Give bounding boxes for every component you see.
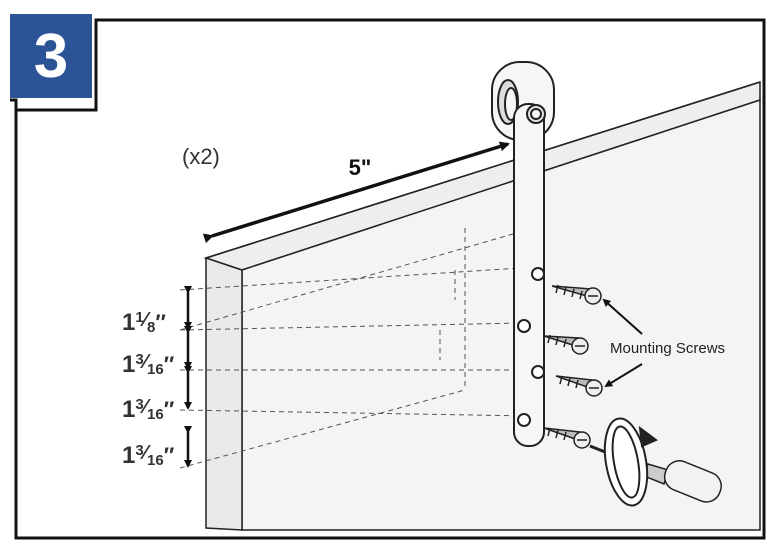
spacing-numerator: 3 (135, 351, 143, 368)
alignment-guides (179, 228, 531, 469)
spacing-label: 13⁄16″ (122, 396, 175, 423)
spacing-unit: ″ (164, 352, 175, 377)
spacing-whole: 1 (122, 396, 135, 423)
callout-label: Mounting Screws (610, 340, 725, 357)
mounting-hole (517, 413, 531, 427)
svg-text:13⁄16″: 13⁄16″ (122, 442, 175, 469)
callout-arrow (602, 298, 643, 335)
mounting-screw (543, 427, 591, 449)
spacing-whole: 1 (122, 309, 135, 336)
callout-arrow (604, 363, 643, 388)
svg-text:13⁄16″: 13⁄16″ (122, 351, 175, 378)
spacing-denominator: 8 (147, 319, 155, 336)
spacing-denominator: 16 (147, 406, 164, 423)
spacing-whole: 1 (122, 351, 135, 378)
spacing-unit: ″ (155, 310, 166, 335)
spacing-whole: 1 (122, 442, 135, 469)
spacing-label: 13⁄16″ (122, 351, 175, 378)
width-label: 5" (349, 155, 372, 180)
spacing-unit: ″ (164, 397, 175, 422)
spacing-denominator: 16 (147, 452, 164, 469)
mounting-hole (531, 365, 545, 379)
spacing-label: 13⁄16″ (122, 442, 175, 469)
hanger-strap (491, 61, 555, 447)
step-frame (10, 18, 766, 540)
spacing-denominator: 16 (147, 361, 164, 378)
spacing-label: 11⁄8″ (122, 309, 166, 336)
mounting-hole (517, 319, 531, 333)
spacing-numerator: 3 (135, 442, 143, 459)
spacing-numerator: 1 (135, 309, 143, 326)
mounting-screw (551, 284, 602, 305)
mounting-screw (543, 334, 589, 355)
mounting-screw (555, 375, 603, 397)
quantity-label: (x2) (182, 144, 220, 169)
mounting-hole (531, 267, 545, 281)
step-number-badge: 3 (10, 14, 92, 98)
rotation-arrow-icon (603, 417, 658, 507)
spacing-unit: ″ (164, 443, 175, 468)
width-dimension-arrow (202, 141, 510, 244)
spacing-numerator: 3 (135, 396, 143, 413)
svg-text:11⁄8″: 11⁄8″ (122, 309, 166, 336)
svg-text:13⁄16″: 13⁄16″ (122, 396, 175, 423)
